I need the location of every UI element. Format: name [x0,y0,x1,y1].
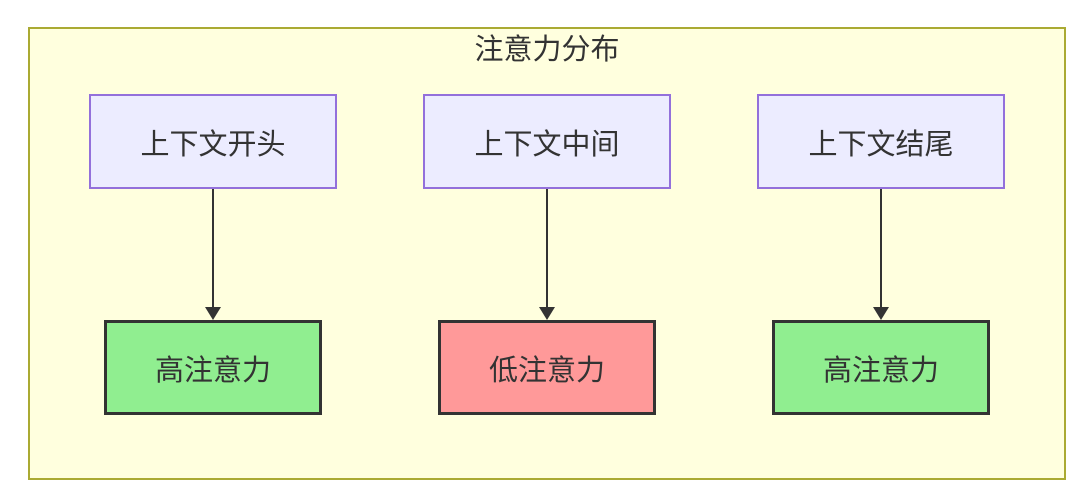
node-context-start-label: 上下文开头 [140,128,286,161]
node-high-attention-1: 高注意力 [104,320,322,415]
node-context-middle-label: 上下文中间 [474,128,620,161]
arrow-shaft [546,189,548,308]
node-high-attention-2: 高注意力 [772,320,990,415]
node-context-middle: 上下文中间 [423,94,671,189]
node-low-attention: 低注意力 [438,320,656,415]
node-high-attention-1-label: 高注意力 [154,354,271,387]
arrowhead-down-icon [205,307,221,320]
arrowhead-down-icon [873,307,889,320]
diagram-title: 注意力分布 [474,34,620,66]
arrow-context-end-to-high-icon [873,189,889,320]
node-high-attention-2-label: 高注意力 [822,354,939,387]
arrow-context-middle-to-low-icon [539,189,555,320]
node-context-end: 上下文结尾 [757,94,1005,189]
node-low-attention-label: 低注意力 [488,354,605,387]
node-context-end-label: 上下文结尾 [808,128,954,161]
arrowhead-down-icon [539,307,555,320]
arrow-shaft [212,189,214,308]
arrow-shaft [880,189,882,308]
arrow-context-start-to-high-icon [205,189,221,320]
node-context-start: 上下文开头 [89,94,337,189]
